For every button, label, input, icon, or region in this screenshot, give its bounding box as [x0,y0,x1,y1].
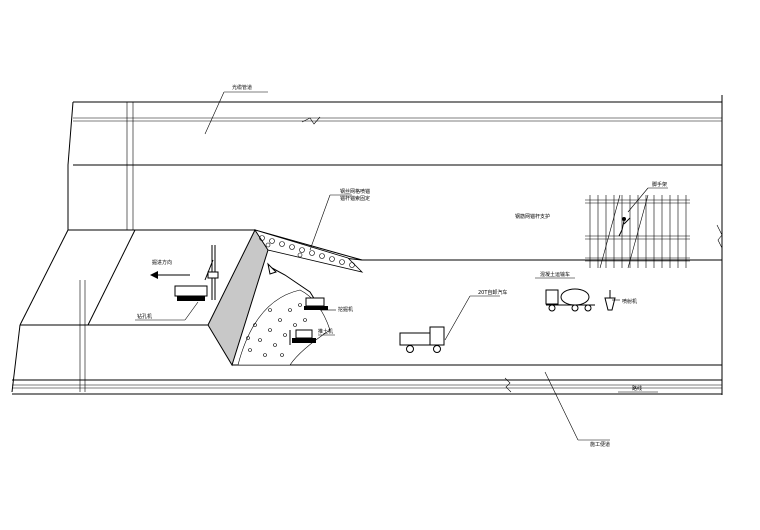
label-dump-truck: 20T自卸汽车 [478,289,507,296]
label-scaffold: 脚手架 [652,181,667,188]
leader-lines [135,91,668,441]
label-tunnel-axis: 路线 [632,385,642,392]
excavator-icon [267,262,328,310]
rock-face [207,228,364,367]
scaffold-grid [585,194,690,269]
label-excavator: 挖掘机 [338,306,353,313]
bulldozer-icon [289,329,316,345]
label-pump: 喷射机 [622,298,637,305]
mixer-truck-icon [545,288,595,312]
pump-icon [604,290,616,311]
label-direction: 掘进方向 [152,259,172,266]
label-net-drill-line1: 钢丝网格喷锚 [340,188,370,195]
left-ground [11,165,255,393]
direction-arrow-icon [150,271,190,279]
label-drill-rig: 钻孔机 [137,313,152,320]
drill-rig-icon [174,245,219,301]
label-bottom-road: 施工便道 [590,441,610,448]
label-net-drill: 钢丝网格喷锚锚杆锚索固定 [340,188,370,202]
label-mixer-truck: 混凝土运输车 [540,271,570,278]
vertical-pipe [79,102,134,392]
worker-icon [618,217,631,237]
bottom-road [12,377,722,395]
label-mesh-support: 钢筋网锚杆支护 [515,213,550,220]
top-road [67,95,723,395]
label-top-cable: 光缆管道 [232,84,252,91]
dump-truck-icon [399,326,445,353]
label-net-drill-line2: 锚杆锚索固定 [340,195,370,202]
label-bulldozer: 推土机 [318,328,333,335]
